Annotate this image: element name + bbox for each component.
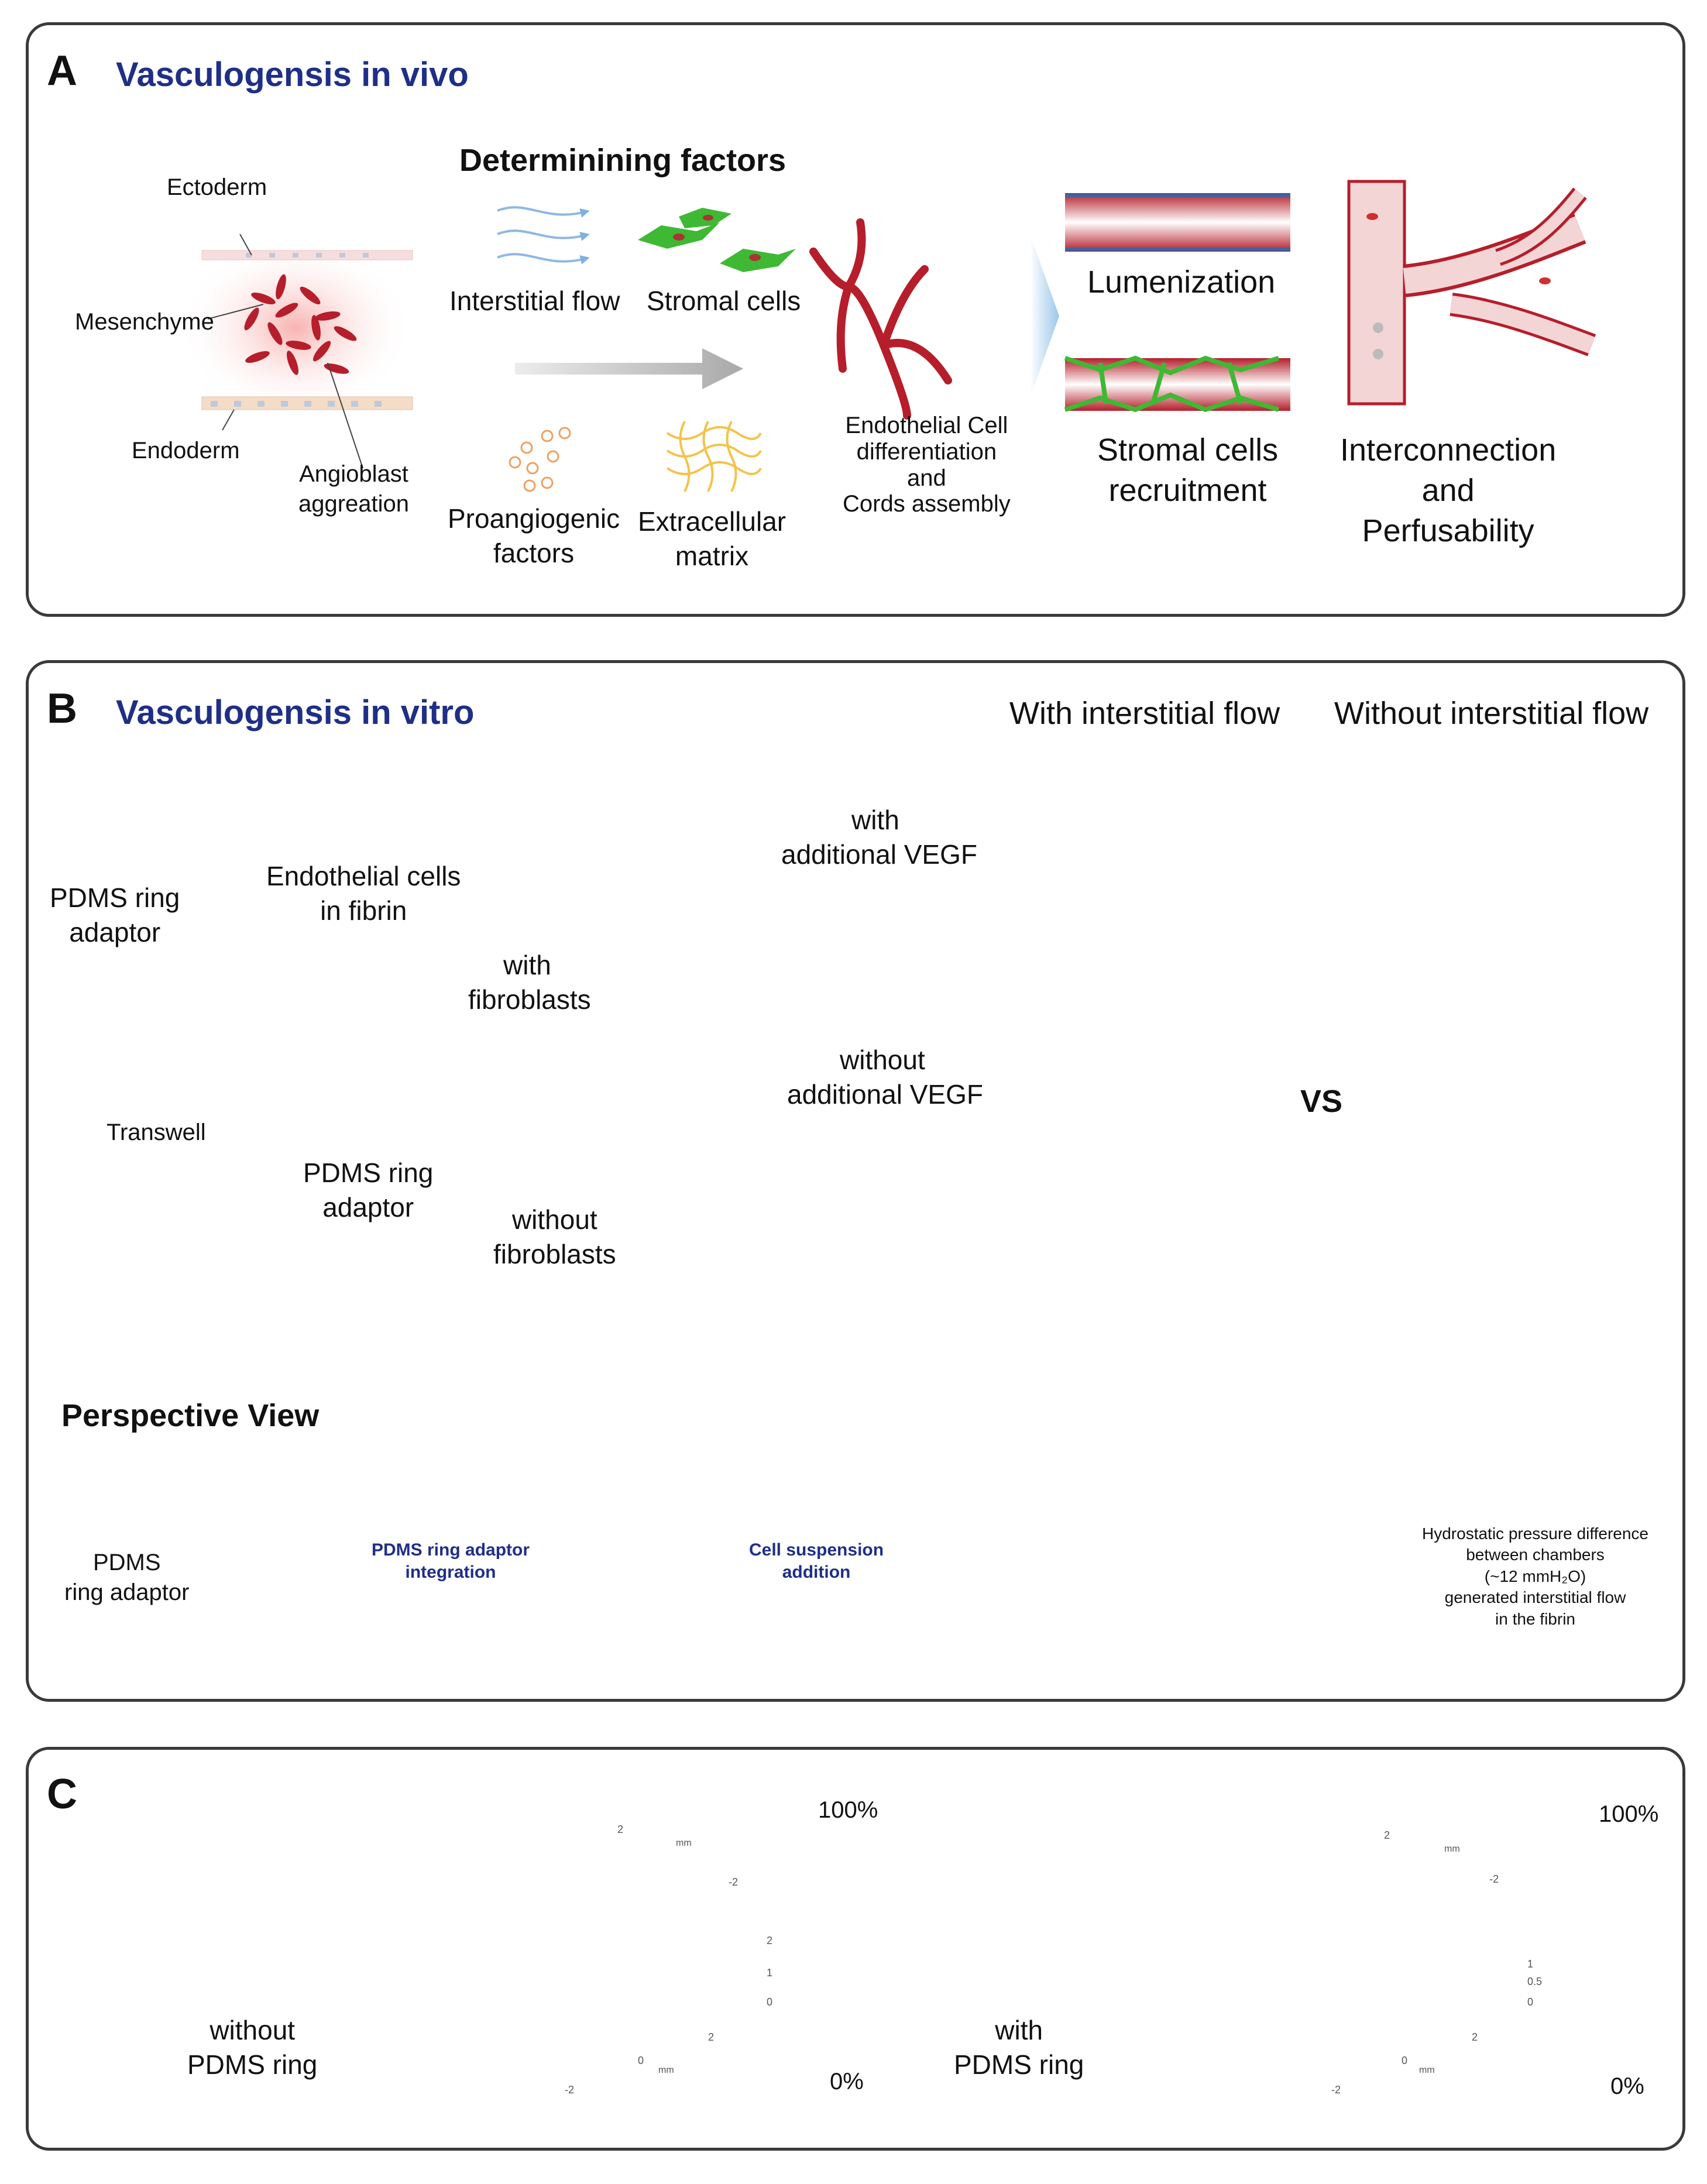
tick-right-3: 0.5 [1527,1976,1543,1987]
proangiogenic-factors-icon [509,427,571,492]
tick-right-1: -2 [1489,1873,1499,1885]
stromal-cells-icon [638,208,796,272]
header-without-flow: Without interstitial flow [1334,696,1649,731]
label-ectoderm: Ectoderm [167,174,267,200]
tick-left-5: 2 [708,2031,715,2043]
embryo-illustration [178,233,413,469]
tick-left-2: 2 [767,1935,773,1946]
lumenized-vessel [1065,193,1290,252]
endothelial-cords-icon [809,218,952,420]
tick-right-7: -2 [1331,2084,1341,2096]
tick-right-4: 0 [1527,1996,1534,2008]
tick-right-0: 2 [1384,1829,1390,1841]
tick-left-7: -2 [565,2084,575,2096]
label-endoderm: Endoderm [132,438,240,463]
tick-left-4: 0 [767,1996,773,2008]
panel-c-letter: C [47,1771,77,1818]
colorbar-right-max: 100% [1599,1801,1659,1827]
label-vs: VS [1300,1084,1343,1119]
header-with-flow: With interstitial flow [1009,696,1280,731]
tick-right-6: 0 [1402,2055,1408,2066]
label-transwell: Transwell [107,1120,206,1145]
label-interstitial-flow: Interstitial flow [449,286,620,316]
tick-left-0: 2 [617,1824,624,1835]
axis-unit-right-bottom: mm [1419,2065,1435,2075]
tick-right-5: 2 [1472,2031,1478,2043]
transition-chevron [1030,234,1059,398]
panel-b [26,660,1685,1702]
colorbar-left-max: 100% [818,1797,878,1823]
factors-arrow [515,348,743,389]
label-mesenchyme: Mesenchyme [75,309,214,335]
determining-factors-title: Determinining factors [459,143,786,178]
colorbar-left-min: 0% [830,2069,864,2094]
axis-unit-left-top: mm [676,1838,692,1848]
extracellular-matrix-icon [666,421,762,492]
axis-unit-right-top: mm [1444,1844,1460,1854]
panel-c [26,1747,1685,2151]
tick-left-3: 1 [767,1967,773,1979]
panel-b-letter: B [47,685,77,732]
label-stromal-cells: Stromal cells [647,286,801,316]
interconnected-vessels [1347,180,1596,406]
colorbar-right-min: 0% [1610,2073,1644,2099]
panel-a-letter: A [47,47,77,94]
perspective-view-title: Perspective View [61,1398,320,1433]
label-lumenization: Lumenization [1087,265,1276,300]
tick-left-6: 0 [638,2055,644,2066]
panel-a-title: Vasculogensis in vivo [116,56,469,94]
panel-b-title: Vasculogensis in vitro [116,693,475,732]
axis-unit-left-bottom: mm [658,2065,674,2075]
tick-left-1: -2 [729,1876,739,1888]
stromal-recruited-vessel [1064,355,1290,413]
tick-right-2: 1 [1527,1958,1534,1970]
interstitial-flow-icon [497,206,590,265]
